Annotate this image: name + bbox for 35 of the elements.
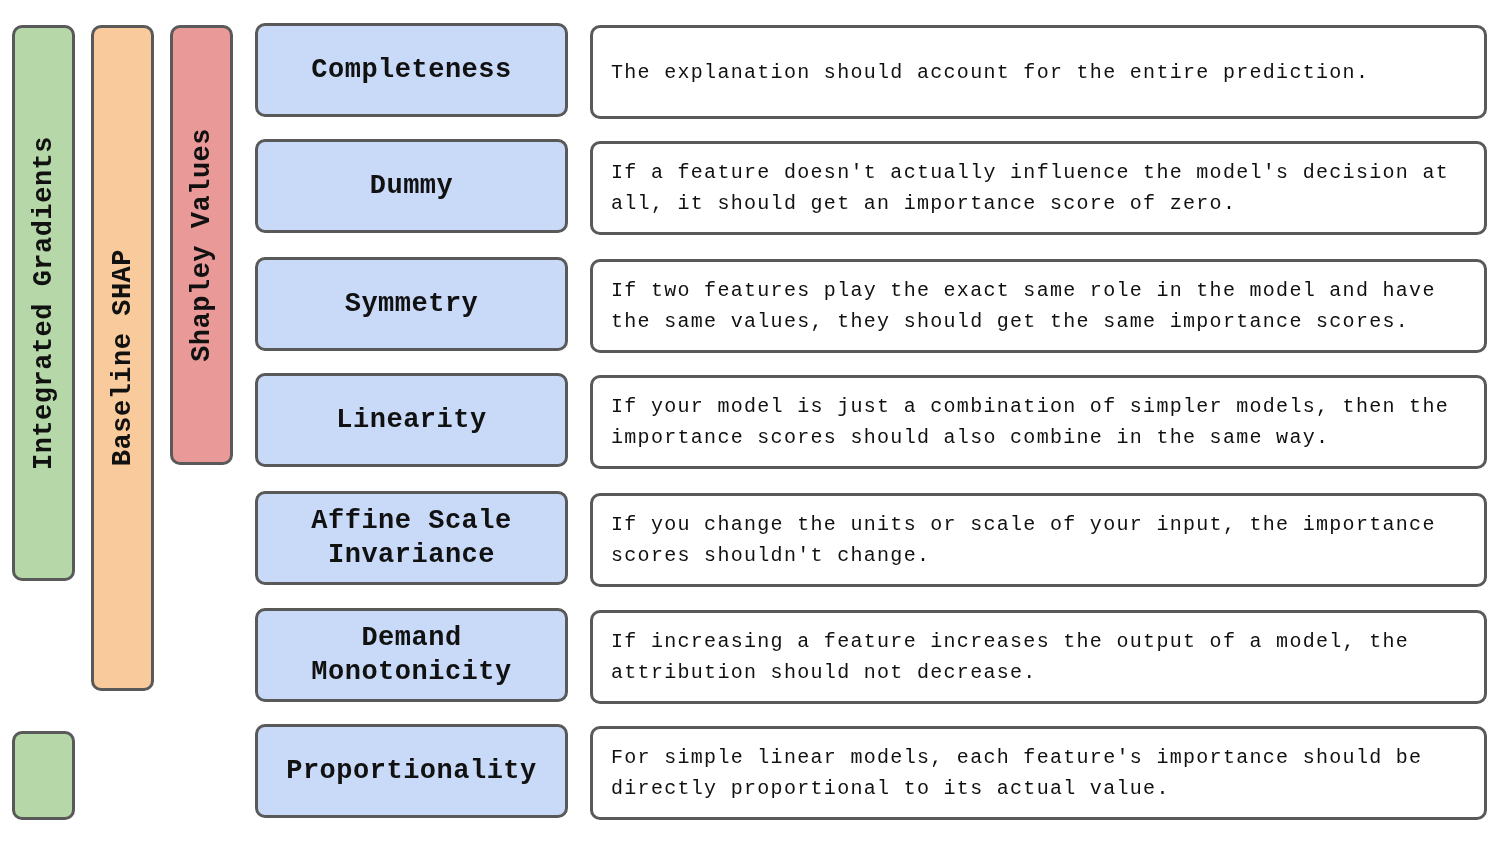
property-box bbox=[255, 608, 568, 702]
description-box bbox=[590, 375, 1487, 469]
property-description: If two features play the exact same role in the model and have the same values, they should get the same importance scores. bbox=[611, 278, 1437, 335]
property-box bbox=[255, 724, 568, 818]
property-description: If a feature doesn't actually influence the model's decision at all, it should get an importance score of zero. bbox=[611, 160, 1451, 217]
property-name: Proportionality bbox=[286, 755, 537, 788]
description-box bbox=[590, 259, 1487, 353]
description-box bbox=[590, 726, 1487, 820]
property-name: Symmetry bbox=[344, 288, 479, 321]
property-description: The explanation should account for the entire prediction. bbox=[611, 59, 1370, 86]
property-box bbox=[255, 373, 568, 467]
method-band bbox=[91, 25, 154, 691]
property-box bbox=[255, 491, 568, 585]
property-description: If you change the units or scale of your input, the importance scores shouldn't change. bbox=[611, 512, 1437, 569]
description-box bbox=[590, 493, 1487, 587]
band-label: Shapley Values bbox=[186, 128, 217, 362]
empty-box bbox=[12, 731, 75, 820]
property-description: For simple linear models, each feature's importance should be directly proportional to its actual value. bbox=[611, 745, 1424, 802]
method-band bbox=[170, 25, 233, 465]
description-box bbox=[590, 141, 1487, 235]
property-box bbox=[255, 23, 568, 117]
description-box bbox=[590, 610, 1487, 704]
property-name: Completeness bbox=[311, 54, 512, 87]
property-box bbox=[255, 257, 568, 351]
method-band bbox=[12, 25, 75, 581]
property-name: Linearity bbox=[336, 404, 487, 437]
description-box bbox=[590, 25, 1487, 119]
property-description: If increasing a feature increases the output of a model, the attribution should not decrease. bbox=[611, 629, 1411, 686]
property-name: Affine Scale Invariance bbox=[310, 505, 513, 572]
band-label: Integrated Gradients bbox=[28, 135, 59, 471]
property-name: Demand Monotonicity bbox=[310, 622, 513, 689]
property-box bbox=[255, 139, 568, 233]
property-description: If your model is just a combination of simpler models, then the importance scores should also combine in the same way. bbox=[611, 394, 1451, 451]
band-label: Baseline SHAP bbox=[107, 249, 138, 467]
property-name: Dummy bbox=[369, 170, 454, 203]
